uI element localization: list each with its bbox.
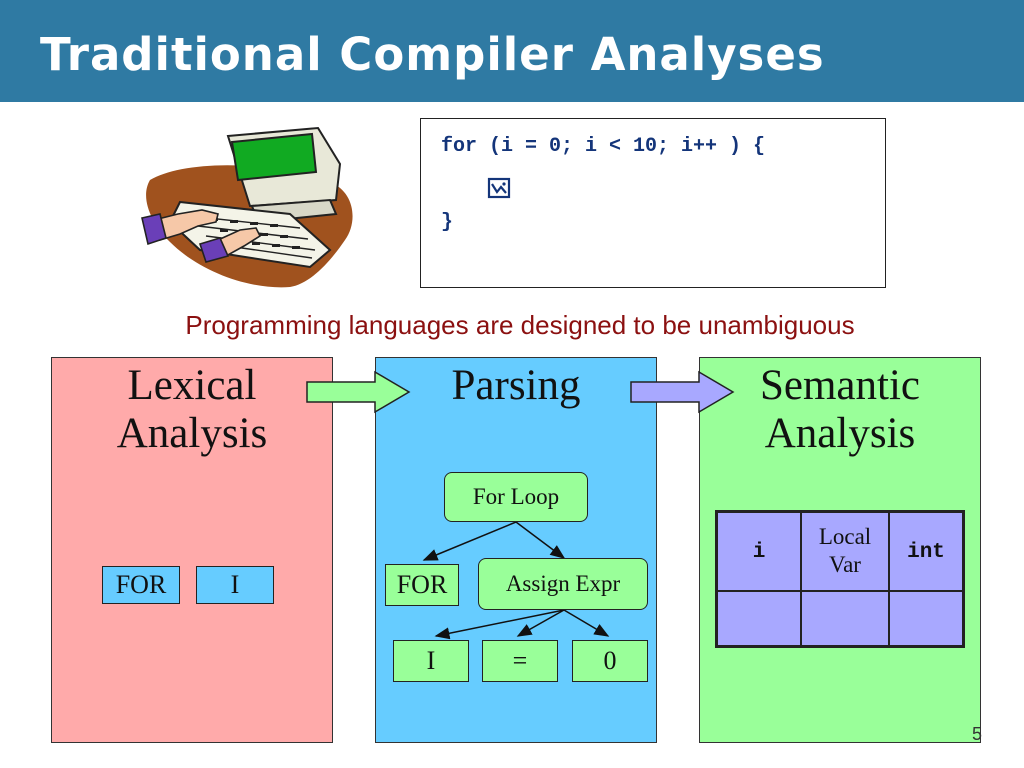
lexical-title-line1: Lexical xyxy=(127,362,257,409)
lexical-analysis-panel: Lexical Analysis xyxy=(51,357,333,743)
tree-node-zero: 0 xyxy=(572,640,648,682)
code-line-close: } xyxy=(441,211,454,234)
tree-node-for-loop: For Loop xyxy=(444,472,588,522)
slide-subtitle: Programming languages are designed to be… xyxy=(185,310,855,340)
lexical-title-line2: Analysis xyxy=(116,410,268,457)
lexical-to-parsing-arrow xyxy=(306,370,411,414)
tree-node-assign-expr: Assign Expr xyxy=(478,558,648,610)
code-box: for (i = 0; i < 10; i++ ) { } xyxy=(420,118,886,288)
tree-node-equals: = xyxy=(482,640,558,682)
table-divider xyxy=(888,513,890,645)
title-bar: Traditional Compiler Analyses xyxy=(0,0,1024,102)
computer-clipart-icon xyxy=(141,126,353,288)
token-i: I xyxy=(196,566,274,604)
semantic-title-line1: Semantic xyxy=(759,362,920,409)
parse-tree-edges xyxy=(422,521,610,640)
table-divider xyxy=(800,513,802,645)
table-cell-name: i xyxy=(752,541,766,564)
semantic-title-line2: Analysis xyxy=(764,410,916,457)
table-divider xyxy=(718,590,962,592)
table-cell-scope-line2: Var xyxy=(829,552,861,577)
parsing-panel-title: Parsing xyxy=(451,362,581,409)
tree-node-for: FOR xyxy=(385,564,459,606)
table-cell-type: int xyxy=(907,541,945,564)
tree-node-i: I xyxy=(393,640,469,682)
parsing-to-semantic-arrow xyxy=(630,370,735,414)
lexical-panel-title: Lexical Analysis xyxy=(52,362,332,458)
slide-title: Traditional Compiler Analyses xyxy=(40,28,825,81)
symbol-table: i Local Var int xyxy=(715,510,965,648)
table-cell-scope: Local Var xyxy=(802,523,888,579)
code-line-for: for (i = 0; i < 10; i++ ) { xyxy=(441,135,766,158)
token-for: FOR xyxy=(102,566,180,604)
semantic-panel-title: Semantic Analysis xyxy=(700,362,980,458)
table-cell-scope-line1: Local xyxy=(818,524,872,549)
wingding-placeholder-icon xyxy=(487,177,511,199)
page-number: 5 xyxy=(972,724,983,744)
